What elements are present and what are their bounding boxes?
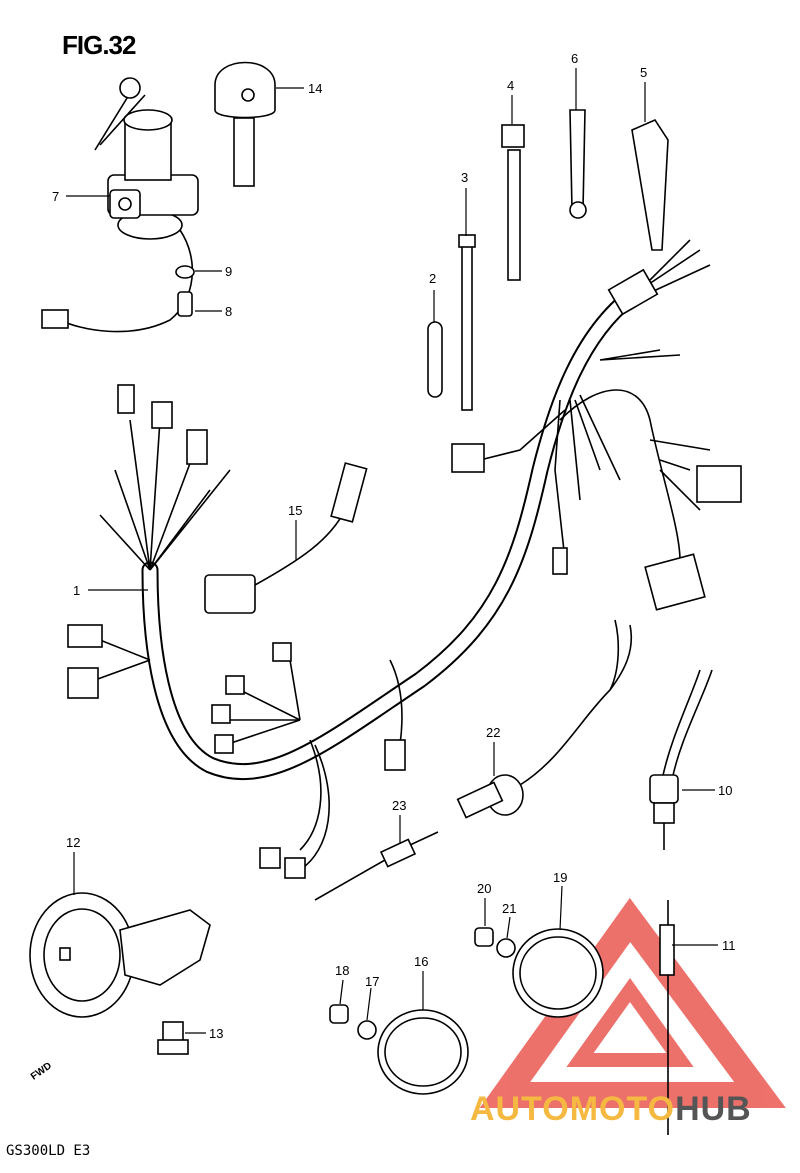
callout-13: 13 [209,1026,223,1041]
figure-title: FIG.32 [62,30,136,60]
cable-ties [427,109,669,411]
callout-10: 10 [718,783,732,798]
neutral-switch [649,669,713,850]
reflector-rear [329,1004,469,1095]
spring-11 [659,900,675,1135]
ignition-switch [41,77,199,333]
watermark-text-part1: AUTOMOTO [470,1090,676,1128]
stop-switch [456,619,633,819]
spring [314,831,439,901]
callout-8: 8 [225,304,232,319]
callout-7: 7 [52,189,59,204]
callout-12: 12 [66,835,80,850]
callout-3: 3 [461,170,468,185]
watermark-text-part2: HUB [675,1090,752,1128]
callout-23: 23 [392,798,406,813]
callout-5: 5 [640,65,647,80]
sub-harness [204,462,368,614]
callout-9: 9 [225,264,232,279]
key [214,61,276,187]
watermark-text: AUTOMOTOHUB [470,1090,752,1129]
callout-20: 20 [477,881,491,896]
horn [29,892,211,1018]
callout-17: 17 [365,974,379,989]
callout-labels: 1 2 3 4 5 6 7 8 9 10 11 12 13 14 15 16 1… [52,51,736,1041]
reflector-side [474,927,604,1018]
callout-14: 14 [308,81,322,96]
callout-4: 4 [507,78,514,93]
callout-15: 15 [288,503,302,518]
callout-22: 22 [486,725,500,740]
callout-16: 16 [414,954,428,969]
main-wiring-harness [67,239,742,879]
callout-6: 6 [571,51,578,66]
callout-21: 21 [502,901,516,916]
callout-2: 2 [429,271,436,286]
leader-lines [66,68,718,1034]
callout-11: 11 [722,938,736,953]
bolt [157,1021,189,1055]
callout-1: 1 [73,583,80,598]
model-code: GS300LD E3 [6,1143,91,1159]
callout-19: 19 [553,870,567,885]
callout-18: 18 [335,963,349,978]
